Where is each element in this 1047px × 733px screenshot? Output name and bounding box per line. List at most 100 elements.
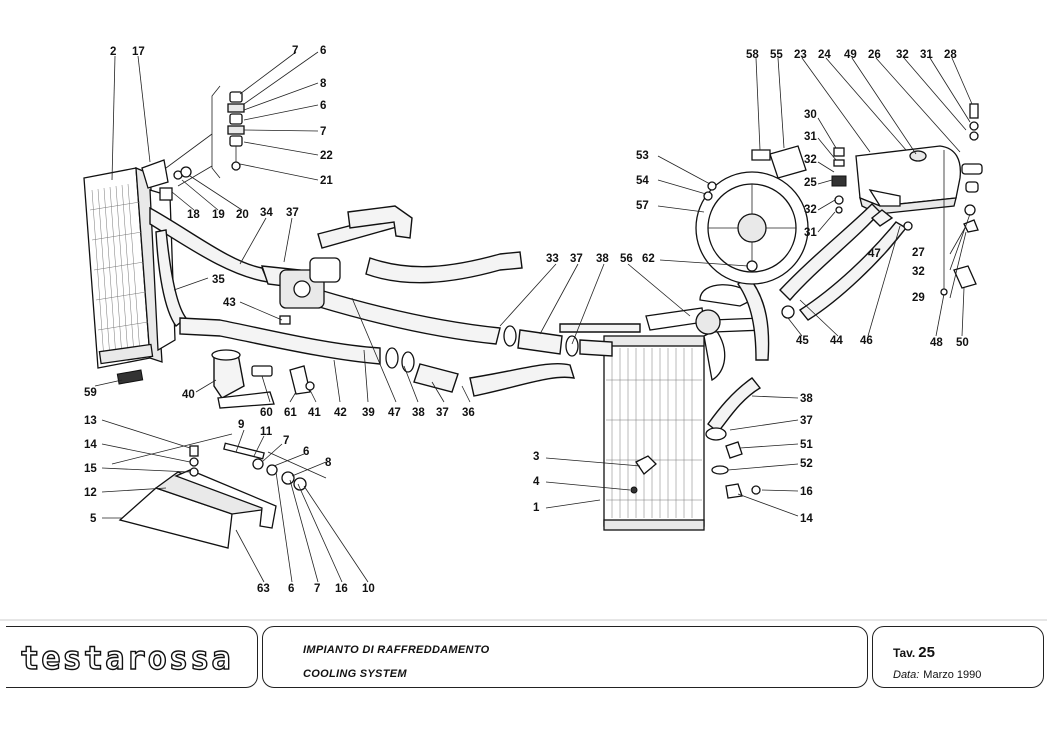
hose-35	[155, 229, 187, 327]
callout-6: 6	[288, 583, 294, 595]
callout-labels: 2 17 7 6 8 6 7 22 21 18 19 20 34 37 35 4…	[84, 45, 969, 595]
nuts-53-54	[703, 181, 717, 201]
fan-56	[645, 275, 770, 382]
callout-14: 14	[84, 439, 97, 451]
callout-32: 32	[804, 154, 817, 166]
description-italian: IMPIANTO DI RAFFREDDAMENTO	[303, 644, 490, 656]
callout-28: 28	[944, 49, 957, 61]
callout-59: 59	[84, 387, 97, 399]
callout-63: 63	[257, 583, 270, 595]
callout-48: 48	[930, 337, 943, 349]
callout-3: 3	[533, 451, 539, 463]
callout-16: 16	[800, 486, 813, 498]
callout-8: 8	[325, 457, 332, 469]
callout-47: 47	[388, 407, 401, 419]
hose-40	[211, 349, 245, 399]
bracket-61	[289, 365, 311, 395]
title-block: testarossa IMPIANTO DI RAFFREDDAMENTO CO…	[6, 626, 1044, 690]
callout-44: 44	[830, 335, 843, 347]
left-radiator	[83, 166, 176, 385]
upper-pipe-branch	[317, 205, 523, 284]
callout-7: 7	[292, 45, 298, 57]
callout-5: 5	[90, 513, 97, 525]
callout-4: 4	[533, 476, 540, 488]
tav-label: Tav.	[893, 646, 916, 660]
callout-30: 30	[804, 109, 817, 121]
table-number: Tav.25	[893, 644, 935, 661]
callout-9: 9	[238, 419, 244, 431]
callout-32: 32	[804, 204, 817, 216]
hose-37-right-pair	[503, 323, 641, 357]
callout-10: 10	[362, 583, 375, 595]
callout-37: 37	[570, 253, 583, 265]
callout-24: 24	[818, 49, 831, 61]
callout-41: 41	[308, 407, 321, 419]
thermostat-housing	[279, 257, 341, 309]
callout-16: 16	[335, 583, 348, 595]
hose-36	[469, 362, 576, 397]
callout-38: 38	[800, 393, 813, 405]
motor-55	[751, 145, 807, 179]
callout-60: 60	[260, 407, 273, 419]
clamps-51-52-14-16	[711, 441, 761, 499]
tav-number: 25	[918, 644, 935, 661]
callout-25: 25	[804, 177, 817, 189]
description-english: COOLING SYSTEM	[303, 668, 407, 680]
callout-53: 53	[636, 150, 649, 162]
callout-43: 43	[223, 297, 236, 309]
tank-parts-right	[940, 103, 983, 296]
callout-6: 6	[320, 100, 326, 112]
description-box: IMPIANTO DI RAFFREDDAMENTO COOLING SYSTE…	[262, 626, 868, 688]
hose-37-38-right-lower	[705, 377, 762, 441]
callout-6: 6	[320, 45, 326, 57]
callout-31: 31	[804, 131, 817, 143]
callout-45: 45	[796, 335, 809, 347]
logo-box: testarossa	[6, 626, 258, 688]
right-radiator	[603, 335, 705, 531]
callout-36: 36	[462, 407, 475, 419]
callout-61: 61	[284, 407, 297, 419]
callout-47: 47	[868, 248, 881, 260]
pipe-33	[315, 289, 501, 345]
clamp-38-left	[385, 347, 415, 373]
cap-hardware-25-32	[831, 147, 847, 214]
callout-52: 52	[800, 458, 813, 470]
callout-32: 32	[912, 266, 925, 278]
callout-37: 37	[286, 207, 299, 219]
callout-34: 34	[260, 207, 273, 219]
callout-8: 8	[320, 78, 327, 90]
callout-62: 62	[642, 253, 655, 265]
callout-7: 7	[283, 435, 289, 447]
leader-lines	[94, 51, 973, 583]
callout-27: 27	[912, 247, 925, 259]
callout-12: 12	[84, 487, 97, 499]
callout-38: 38	[596, 253, 609, 265]
testarossa-logo: testarossa	[19, 638, 233, 677]
callout-21: 21	[320, 175, 333, 187]
callout-31: 31	[804, 227, 817, 239]
callout-7: 7	[314, 583, 320, 595]
bolt-set-9-10	[223, 442, 307, 491]
callout-56: 56	[620, 253, 633, 265]
callout-26: 26	[868, 49, 881, 61]
callout-11: 11	[260, 426, 273, 438]
callout-19: 19	[212, 209, 225, 221]
callout-14: 14	[800, 513, 813, 525]
callout-40: 40	[182, 389, 195, 401]
fan-shroud-57	[695, 171, 809, 285]
callout-50: 50	[956, 337, 969, 349]
callout-15: 15	[84, 463, 97, 475]
table-number-box: Tav.25 Data:Marzo 1990	[872, 626, 1044, 688]
hose-47-right	[870, 209, 913, 231]
date: Data:Marzo 1990	[893, 669, 981, 681]
hose-44-46	[779, 203, 908, 321]
small-parts-41-60	[217, 365, 315, 409]
callout-38: 38	[412, 407, 425, 419]
callout-57: 57	[636, 200, 649, 212]
callout-35: 35	[212, 274, 225, 286]
callout-22: 22	[320, 150, 333, 162]
expansion-tank-23	[855, 145, 962, 215]
callout-6: 6	[303, 446, 309, 458]
date-value: Marzo 1990	[923, 669, 982, 681]
